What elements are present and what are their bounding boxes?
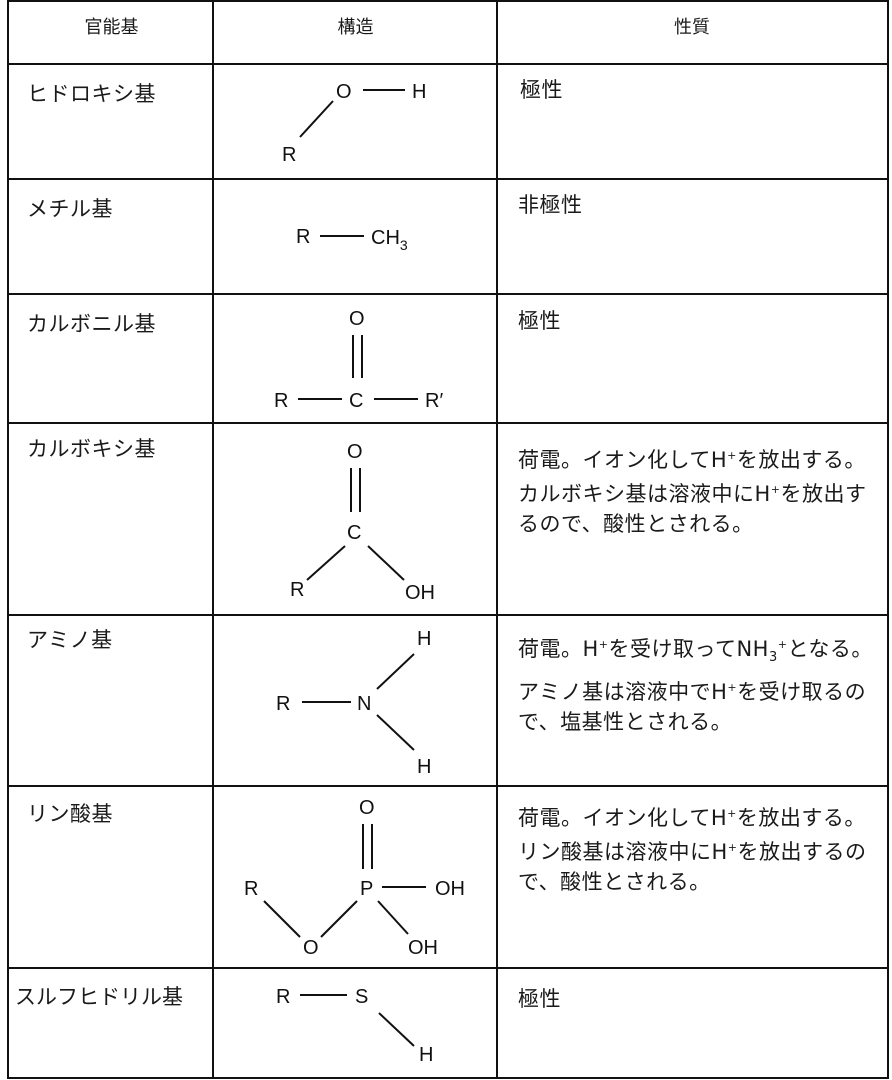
structure-hydroxy: O H R <box>282 81 426 166</box>
group-name-carbonyl: カルボニル基 <box>27 312 156 336</box>
atom-label: R <box>296 226 310 248</box>
property-carbonyl: 極性 <box>518 309 561 333</box>
atom-label: R <box>290 579 304 601</box>
header-structure: 構造 <box>337 17 374 38</box>
atom-label: R <box>244 878 258 900</box>
atom-label: N <box>357 693 371 715</box>
group-name-phosphate: リン酸基 <box>27 802 113 826</box>
atom-label: H <box>417 756 431 778</box>
group-name-amino: アミノ基 <box>27 628 113 652</box>
structure-carbonyl: O R C R′ <box>274 308 443 412</box>
atom-label: R′ <box>425 390 443 412</box>
atom-label: R <box>276 986 290 1008</box>
structure-sulfhydryl: R S H <box>276 986 433 1066</box>
structure-methyl: R CH3 <box>296 226 408 253</box>
property-methyl: 非極性 <box>518 193 583 217</box>
property-amino: 荷電。H+を受け取ってNH3+となる。アミノ基は溶液中でH+を受け取るので、塩基… <box>518 637 873 735</box>
atom-label: OH <box>408 937 438 959</box>
header-property: 性質 <box>674 17 710 38</box>
atom-label: R <box>282 144 296 166</box>
atom-label: H <box>417 628 431 650</box>
property-carboxy: 荷電。イオン化してH+を放出する。カルボキシ基は溶液中にH+を放出するので、酸性… <box>518 448 867 536</box>
atom-label: R <box>274 390 288 412</box>
property-sulfhydryl: 極性 <box>518 987 561 1011</box>
atom-label: O <box>336 81 352 103</box>
group-name-methyl: メチル基 <box>27 197 113 221</box>
property-phosphate: 荷電。イオン化してH+を放出する。リン酸基は溶液中にH+を放出するので、酸性とさ… <box>518 806 867 894</box>
structure-phosphate: O R P OH O OH <box>244 797 465 959</box>
group-name-sulfhydryl: スルフヒドリル基 <box>15 985 183 1009</box>
atom-label: H <box>412 81 426 103</box>
atom-label: R <box>276 693 290 715</box>
group-name-carboxy: カルボキシ基 <box>27 437 156 461</box>
header-functional-group: 官能基 <box>84 17 139 38</box>
atom-label: O <box>349 308 365 330</box>
structure-amino: H R N H <box>276 628 431 778</box>
atom-label: O <box>347 441 363 463</box>
atom-label: S <box>355 986 368 1008</box>
atom-label: OH <box>435 878 465 900</box>
atom-label: O <box>359 797 375 819</box>
atom-label: C <box>347 522 361 544</box>
structure-carboxy: O C R OH <box>290 441 435 604</box>
atom-label: CH3 <box>371 227 408 253</box>
atom-label: C <box>349 390 363 412</box>
atom-label: P <box>360 878 373 900</box>
property-hydroxy: 極性 <box>520 78 563 102</box>
atom-label: OH <box>405 582 435 604</box>
atom-label: O <box>303 937 319 959</box>
atom-label: H <box>419 1044 433 1066</box>
group-name-hydroxy: ヒドロキシ基 <box>27 82 156 106</box>
